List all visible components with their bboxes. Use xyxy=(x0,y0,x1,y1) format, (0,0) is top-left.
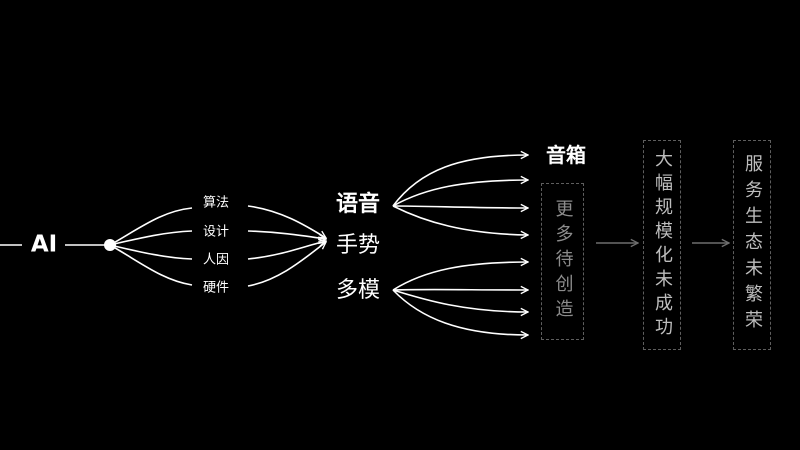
product-speaker-label: 音箱 xyxy=(546,143,586,167)
connector-branch-2-to-modalities xyxy=(247,230,326,239)
connector-branch-4-to-modalities xyxy=(247,242,326,287)
modality-voice: 语音 xyxy=(335,192,381,217)
modality-multimodal: 多模 xyxy=(335,278,381,303)
voice-fan-arrow-2 xyxy=(392,180,528,207)
connector-branch-3-to-modalities xyxy=(247,241,326,260)
hub-dot xyxy=(104,239,116,251)
multimodal-fan-arrow-3 xyxy=(392,289,528,312)
branch-label-algorithm: 算法 xyxy=(202,195,230,211)
ai-label: AI xyxy=(30,231,58,258)
voice-fan-arrow-4 xyxy=(392,205,528,235)
branch-label-design: 设计 xyxy=(202,224,230,240)
stage-two-box: 大幅规模化未成功 xyxy=(643,140,681,350)
stage-three-text: 服务生态未繁荣 xyxy=(742,154,763,336)
connector-hub-to-branch-4 xyxy=(109,244,193,286)
future-products-text: 更多待创造 xyxy=(552,199,574,324)
stage-three-box: 服务生态未繁荣 xyxy=(733,140,771,350)
connector-hub-to-branch-3 xyxy=(109,244,193,260)
multimodal-fan-arrow-1 xyxy=(392,262,528,291)
voice-fan-arrow-1 xyxy=(392,155,528,207)
connector-hub-to-branch-1 xyxy=(109,207,193,246)
connector-hub-to-branch-2 xyxy=(109,230,193,246)
modality-gesture: 手势 xyxy=(335,233,381,258)
branch-label-human-factors: 人因 xyxy=(202,252,230,268)
branch-label-hardware: 硬件 xyxy=(202,280,230,296)
stage-two-text: 大幅规模化未成功 xyxy=(652,149,673,341)
future-products-box: 更多待创造 xyxy=(541,183,584,340)
voice-fan-arrow-3 xyxy=(392,206,528,208)
multimodal-fan-arrow-4 xyxy=(392,289,528,335)
